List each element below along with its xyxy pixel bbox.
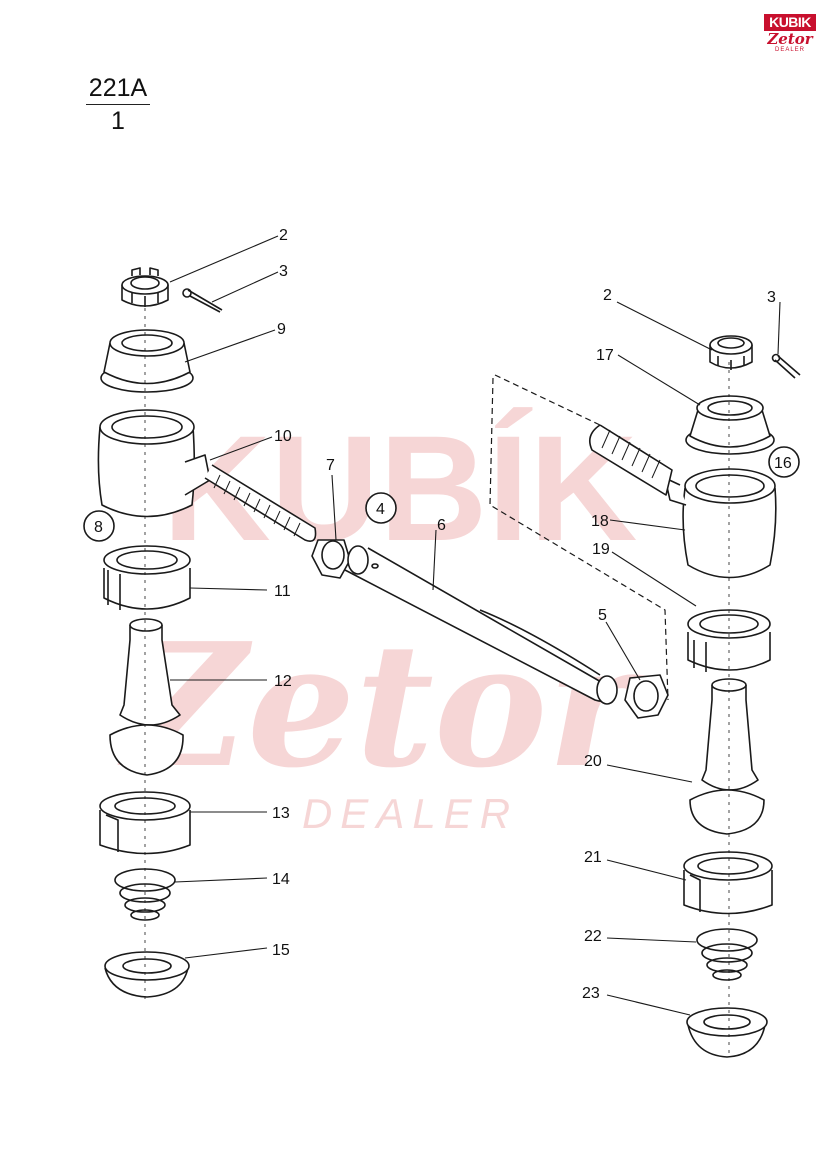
callout-6: 6 <box>437 517 446 534</box>
callout-left-9: 9 <box>277 321 286 338</box>
bearing-cup-left <box>99 791 191 855</box>
watermark-line3: DEALER <box>302 790 518 837</box>
callout-left-2: 2 <box>279 227 288 244</box>
callout-right-2: 2 <box>603 287 612 304</box>
callout-13: 13 <box>272 805 290 822</box>
group-reference: 221A 1 <box>86 76 150 134</box>
callout-20: 20 <box>584 753 602 770</box>
dust-cap-left <box>100 329 194 393</box>
spring-right <box>696 928 758 981</box>
callout-23: 23 <box>582 985 600 1002</box>
group-code: 221A <box>86 76 150 105</box>
callout-circle-4 <box>365 492 397 524</box>
sheet-number: 1 <box>111 107 125 135</box>
watermark: KUBÍK Zetor DEALER <box>117 404 647 837</box>
callout-11: 11 <box>274 583 291 600</box>
callout-12: 12 <box>274 673 292 690</box>
tie-rod-end-right <box>664 468 777 579</box>
castle-nut-right <box>709 335 753 370</box>
kubik-zetor-logo: KUBIK Zetor DEALER <box>764 14 816 60</box>
logo-brand-middle: Zetor <box>767 30 813 48</box>
logo-brand-bottom: DEALER <box>774 47 805 53</box>
callout-left-10: 10 <box>274 428 292 445</box>
assembly-dash-line <box>489 374 669 701</box>
cotter-pin-right <box>771 353 801 379</box>
lock-nut-5 <box>624 674 669 719</box>
leader-lines <box>169 235 781 1016</box>
callout-circle-8 <box>83 510 115 542</box>
ball-pin-left <box>109 618 184 776</box>
watermark-line2: Zetor <box>117 606 647 806</box>
callout-19: 19 <box>592 541 610 558</box>
callout-15: 15 <box>272 942 290 959</box>
callout-circle-16 <box>768 446 800 478</box>
callout-left-3: 3 <box>279 263 288 280</box>
washer-left <box>104 951 190 998</box>
callout-16: 16 <box>774 455 792 472</box>
washer-right <box>686 1007 768 1058</box>
callout-8: 8 <box>94 519 103 536</box>
threaded-shank-left <box>204 464 317 542</box>
callout-7: 7 <box>326 457 335 474</box>
callout-21: 21 <box>584 849 602 866</box>
callout-4: 4 <box>376 501 385 518</box>
castle-nut-left <box>121 267 169 307</box>
callout-14: 14 <box>272 871 290 888</box>
callout-labels: 2 3 9 10 7 4 6 8 11 12 13 14 15 2 3 17 1… <box>94 227 792 1002</box>
ball-pin-right <box>689 678 765 835</box>
bearing-cup-right <box>683 851 773 915</box>
callout-22: 22 <box>584 928 602 945</box>
tie-rod-end-left <box>97 409 211 518</box>
connecting-tube <box>344 545 618 705</box>
dust-cap-right <box>685 395 775 455</box>
cotter-pin-left <box>182 288 223 313</box>
threaded-shank-right <box>589 424 673 496</box>
split-seat-left <box>103 545 191 610</box>
callout-17: 17 <box>596 347 614 364</box>
logo-brand-top: KUBIK <box>764 14 816 31</box>
lock-nut-7 <box>311 539 351 579</box>
callout-5: 5 <box>598 607 607 624</box>
callout-18: 18 <box>591 513 609 530</box>
callout-right-3: 3 <box>767 289 776 306</box>
